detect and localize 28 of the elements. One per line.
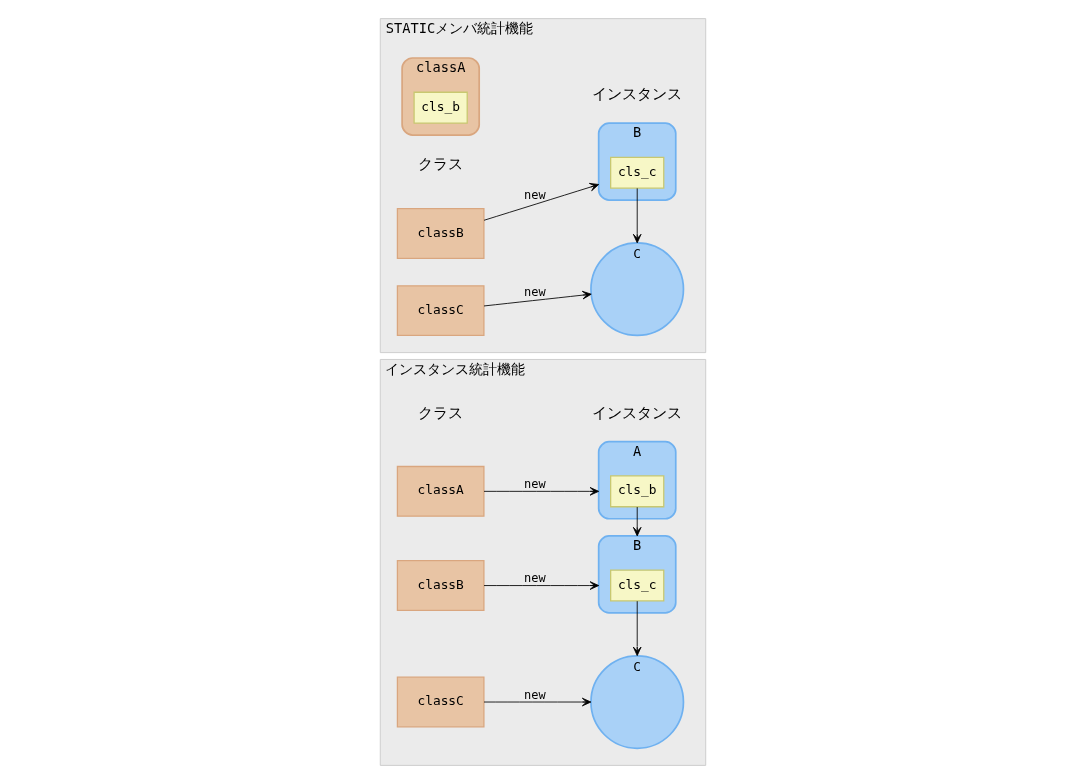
label: クラス (417, 155, 463, 173)
arrow (632, 600, 641, 657)
arrow (483, 290, 592, 307)
arrow (483, 697, 591, 707)
label: インスタンス (591, 85, 682, 103)
node-box: cls_b (609, 475, 664, 508)
edge-label: new (523, 477, 546, 492)
label: クラス (417, 403, 463, 421)
arrow (483, 581, 599, 590)
node-box: classB (396, 560, 485, 612)
node-box: cls_b (412, 91, 468, 124)
node-box: classA (396, 465, 485, 517)
node-box: cls_c (609, 569, 664, 602)
edge-label: new (523, 187, 546, 202)
edge-label: new (523, 571, 546, 586)
node-circle: C (589, 654, 684, 750)
edge-label: new (523, 285, 546, 300)
node-circle: C (589, 242, 684, 337)
edge-label: new (523, 687, 546, 702)
label: インスタンス (591, 403, 682, 421)
arrow (632, 506, 641, 537)
node-box: classB (396, 208, 485, 260)
arrow (483, 182, 599, 221)
arrow (483, 487, 599, 496)
node-box: classC (396, 676, 485, 728)
node-box: classC (396, 285, 485, 337)
arrow (632, 187, 641, 244)
node-box: cls_c (609, 156, 664, 189)
